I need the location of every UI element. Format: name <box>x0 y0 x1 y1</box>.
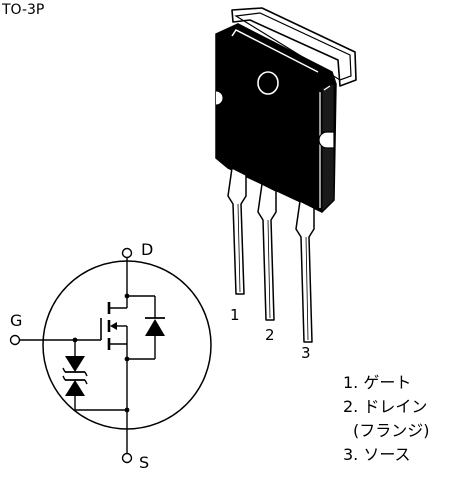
lead-2 <box>257 183 277 321</box>
drain-label: D <box>141 240 154 259</box>
pin-list-item-drain: 2. ドレイン <box>343 397 428 416</box>
lead-1 <box>227 167 247 295</box>
body-arrow-icon <box>110 322 117 330</box>
pin-number-3: 3 <box>301 344 311 362</box>
source-label: S <box>139 453 150 472</box>
pin-number-1: 1 <box>230 306 240 324</box>
gate-terminal <box>9 334 21 346</box>
pin-number-2: 2 <box>265 326 275 344</box>
metal-flange <box>231 7 357 87</box>
pin-assignment-list: 1. ゲート 2. ドレイン (フランジ) 3. ソース <box>343 371 430 467</box>
pin-list-item-gate: 1. ゲート <box>343 373 412 392</box>
gate-label: G <box>10 311 23 330</box>
pin-list-item-source: 3. ソース <box>343 445 411 464</box>
pin-list-item-flange-note: (フランジ) <box>353 421 430 440</box>
package-name: TO-3P <box>2 2 45 18</box>
package-body <box>215 23 337 214</box>
drain-terminal <box>121 247 133 259</box>
gate-zener-diodes-icon <box>62 337 130 413</box>
source-terminal <box>121 452 133 464</box>
lead-3 <box>295 200 315 343</box>
body-diode-icon <box>124 293 165 362</box>
